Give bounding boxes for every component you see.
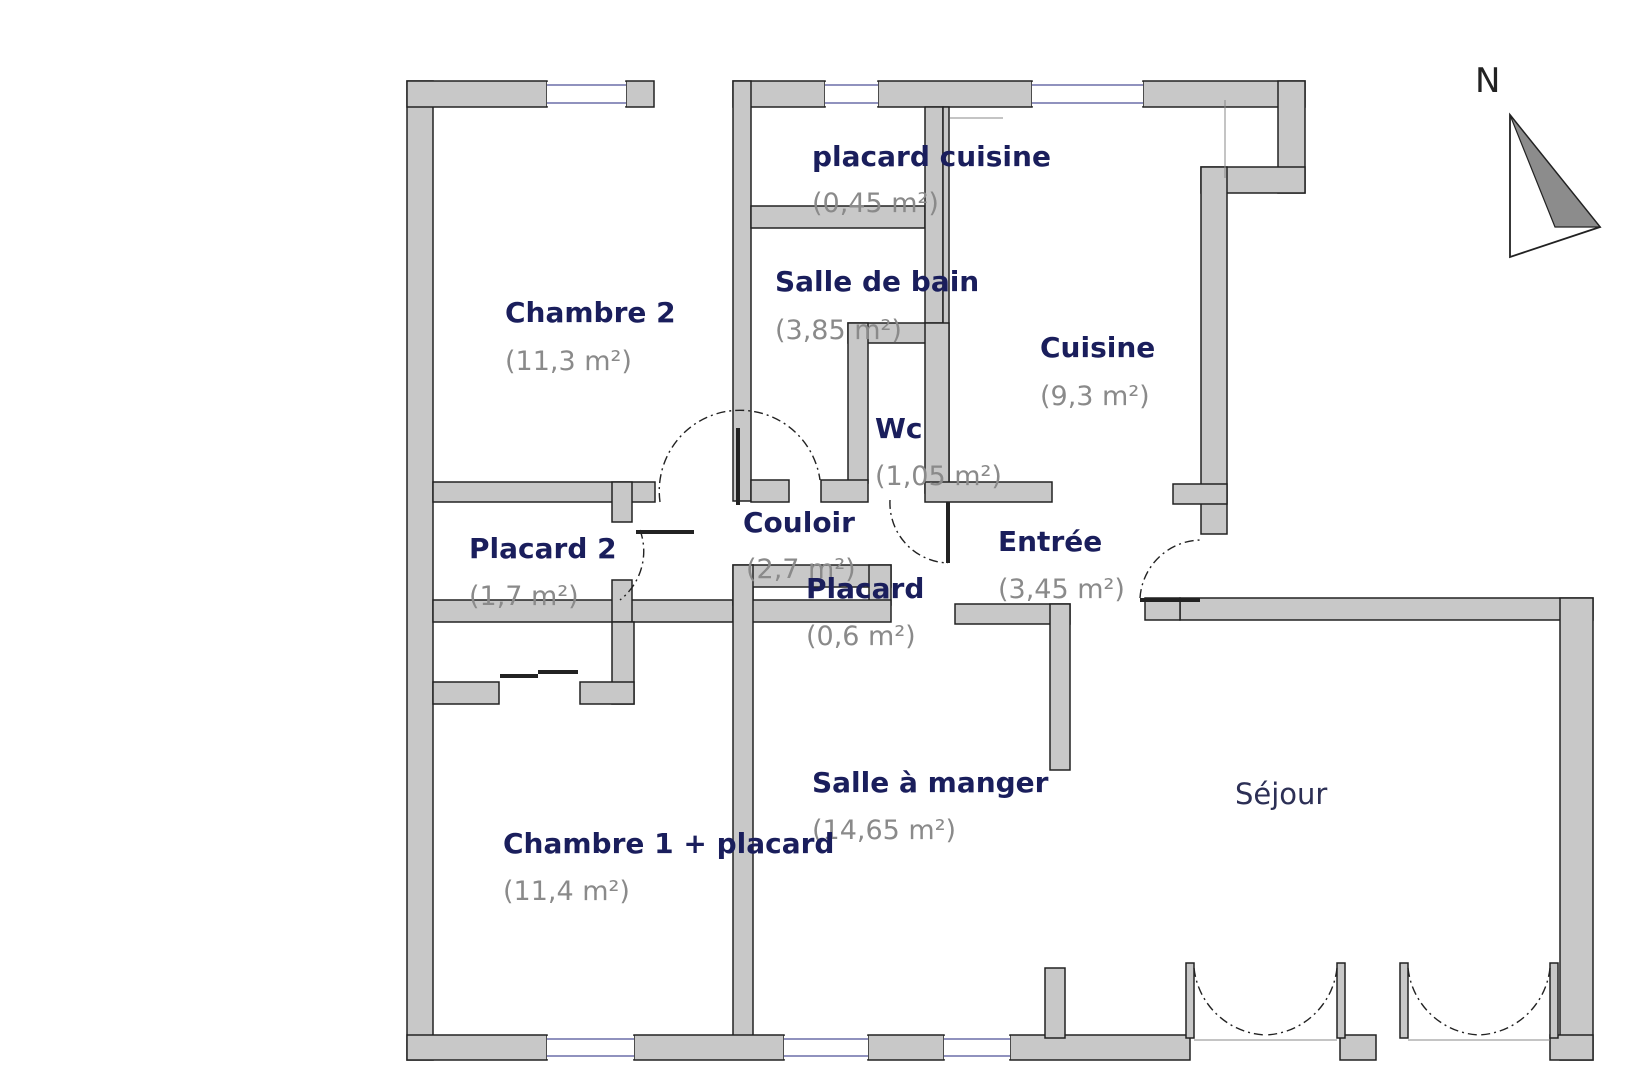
wall-top-mid-b xyxy=(877,80,1033,108)
window-bottom-dining-a xyxy=(784,1036,868,1059)
wall-wardrobe-bottom-left xyxy=(432,681,500,705)
window-top-cuisine xyxy=(1032,82,1143,106)
room-chambre-2: Chambre 2 (11,3 m²) xyxy=(505,296,676,377)
room-placard-2: Placard 2 (1,7 m²) xyxy=(469,532,617,612)
svg-text:(11,4 m²): (11,4 m²) xyxy=(503,876,630,907)
wall-wc-right xyxy=(924,322,950,494)
wall-outer-left xyxy=(406,80,434,1061)
wall-bottom-f xyxy=(1549,1034,1594,1061)
wall-bottom-c xyxy=(867,1034,945,1061)
svg-text:Placard 2: Placard 2 xyxy=(469,532,617,565)
svg-text:Séjour: Séjour xyxy=(1235,777,1327,811)
window-bottom-chambre1 xyxy=(547,1036,634,1059)
svg-text:Wc: Wc xyxy=(875,412,922,445)
walls xyxy=(406,80,1594,1061)
wall-bottom-stub-3 xyxy=(1336,962,1346,1039)
room-labels: Chambre 2 (11,3 m²) placard cuisine (0,4… xyxy=(469,140,1327,907)
svg-text:Placard: Placard xyxy=(806,572,924,605)
french-door-arc-3 xyxy=(1407,967,1480,1036)
wall-placard2-right-top xyxy=(611,481,633,523)
svg-text:Chambre 1 + placard: Chambre 1 + placard xyxy=(503,827,834,860)
north-label: N xyxy=(1475,61,1500,101)
wall-bottom-d xyxy=(1009,1034,1191,1061)
svg-text:(3,45 m²): (3,45 m²) xyxy=(998,574,1125,605)
room-salle-de-bain: Salle de bain (3,85 m²) xyxy=(775,265,979,346)
svg-text:(0,6 m²): (0,6 m²) xyxy=(806,621,916,652)
window-top-placard-cuisine xyxy=(825,82,878,106)
svg-text:Chambre 2: Chambre 2 xyxy=(505,296,676,329)
wall-bath-bottom-b xyxy=(820,479,869,503)
french-door-arc-2 xyxy=(1265,967,1338,1036)
wall-sejour-top xyxy=(1179,597,1594,621)
room-chambre-1: Chambre 1 + placard (11,4 m²) xyxy=(503,827,834,907)
door-arc-entree xyxy=(1139,539,1201,599)
svg-text:Couloir: Couloir xyxy=(743,506,855,539)
wall-center-vert-top xyxy=(732,80,752,502)
wall-bath-bottom xyxy=(750,479,790,503)
wall-dining-divider xyxy=(1049,603,1071,771)
wall-placard2-right-bottom xyxy=(611,579,633,623)
wall-cuisine-right-stub xyxy=(1172,483,1228,505)
wall-bottom-stub-2 xyxy=(1185,962,1195,1039)
windows xyxy=(547,82,1143,1059)
svg-text:Salle à manger: Salle à manger xyxy=(812,766,1049,799)
wall-bottom-b xyxy=(633,1034,785,1061)
wall-bottom-stub-5 xyxy=(1549,962,1559,1039)
svg-text:(1,7 m²): (1,7 m²) xyxy=(469,581,579,612)
wall-cuisine-right xyxy=(1200,166,1228,535)
wall-bottom-stub-1 xyxy=(1044,967,1066,1039)
room-placard: Placard (0,6 m²) xyxy=(806,572,924,652)
doors xyxy=(500,100,1551,1041)
svg-text:(0,45 m²): (0,45 m²) xyxy=(812,188,939,219)
french-door-arc-1 xyxy=(1193,967,1267,1036)
room-cuisine: Cuisine (9,3 m²) xyxy=(1040,331,1155,412)
svg-text:(14,65 m²): (14,65 m²) xyxy=(812,815,956,846)
svg-text:(3,85 m²): (3,85 m²) xyxy=(775,315,902,346)
room-couloir: Couloir (2,7 m²) xyxy=(743,506,856,585)
wall-wc-left xyxy=(847,322,869,484)
wall-bottom-a xyxy=(406,1034,548,1061)
svg-text:Cuisine: Cuisine xyxy=(1040,331,1155,364)
svg-text:Salle de bain: Salle de bain xyxy=(775,265,979,298)
room-sejour: Séjour xyxy=(1235,777,1327,811)
room-entree: Entrée (3,45 m²) xyxy=(998,525,1125,605)
wall-chambre1-right xyxy=(732,564,754,1046)
door-arc-chambre2 xyxy=(658,409,821,503)
wall-outer-right xyxy=(1559,597,1594,1061)
wall-chambre2-bottom xyxy=(432,481,656,503)
svg-text:(11,3 m²): (11,3 m²) xyxy=(505,346,632,377)
room-placard-cuisine: placard cuisine (0,45 m²) xyxy=(812,140,1051,219)
wall-top-left xyxy=(406,80,548,108)
svg-text:(1,05 m²): (1,05 m²) xyxy=(875,461,1002,492)
wall-bottom-e xyxy=(1339,1034,1377,1061)
room-salle-a-manger: Salle à manger (14,65 m²) xyxy=(812,766,1049,846)
window-top-chambre2 xyxy=(547,82,626,106)
north-compass: N xyxy=(1475,61,1602,259)
room-wc: Wc (1,05 m²) xyxy=(875,412,1002,492)
french-door-arc-4 xyxy=(1478,967,1551,1036)
wall-wc-bottom xyxy=(924,481,1053,503)
window-bottom-dining-b xyxy=(944,1036,1010,1059)
svg-text:Entrée: Entrée xyxy=(998,525,1102,558)
door-arc-wc xyxy=(889,499,949,564)
north-arrow-shade xyxy=(1509,114,1602,228)
wall-top-left-b xyxy=(625,80,655,108)
wall-wardrobe-bottom-right xyxy=(579,681,635,705)
svg-text:placard cuisine: placard cuisine xyxy=(812,140,1051,173)
wall-bottom-stub-4 xyxy=(1399,962,1409,1039)
svg-text:(9,3 m²): (9,3 m²) xyxy=(1040,381,1150,412)
svg-text:(2,7 m²): (2,7 m²) xyxy=(746,554,856,585)
door-arc-placard2 xyxy=(619,529,645,601)
